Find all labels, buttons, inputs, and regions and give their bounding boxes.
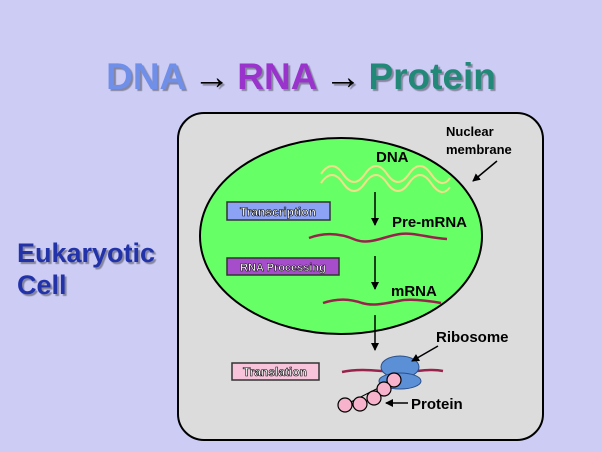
mrna-label: mRNA bbox=[391, 283, 437, 300]
dna-strand-1 bbox=[320, 165, 451, 185]
title-arrow-1: → bbox=[193, 56, 231, 97]
page-title: DNA→RNA→Protein bbox=[0, 56, 602, 98]
side-label-line2: Cell bbox=[17, 270, 67, 300]
ribosome-label: Ribosome bbox=[436, 329, 509, 346]
translation-label: Translation bbox=[243, 365, 307, 379]
title-dna: DNA bbox=[106, 56, 187, 97]
nuclear-membrane-label-line2: membrane bbox=[446, 142, 512, 157]
protein-bead bbox=[376, 381, 392, 397]
title-arrow-2: → bbox=[324, 56, 362, 97]
title-protein: Protein bbox=[368, 56, 496, 97]
eukaryotic-cell-label: Eukaryotic Cell bbox=[17, 237, 155, 301]
dna-strand-2 bbox=[320, 174, 451, 194]
protein-bead bbox=[386, 372, 402, 388]
protein-bead bbox=[366, 390, 382, 406]
nuclear-membrane-pointer bbox=[472, 160, 498, 182]
rna-processing-box bbox=[226, 257, 340, 276]
rna-processing-label: RNA Processing bbox=[240, 262, 326, 274]
nuclear-membrane-label-line1: Nuclear bbox=[446, 124, 494, 139]
protein-label: Protein bbox=[411, 396, 463, 413]
translation-box bbox=[231, 362, 320, 381]
transcription-box bbox=[226, 201, 331, 221]
protein-bead bbox=[352, 396, 368, 412]
pre-mrna-strand bbox=[308, 232, 448, 243]
mrna-strand-nucleus bbox=[322, 298, 442, 306]
pre-mrna-label: Pre-mRNA bbox=[392, 214, 467, 231]
transcription-label: Transcription bbox=[240, 205, 316, 219]
dna-label: DNA bbox=[376, 149, 409, 166]
protein-bead bbox=[337, 397, 353, 413]
ribosome-pointer bbox=[411, 345, 439, 362]
title-rna: RNA bbox=[237, 56, 318, 97]
side-label-line1: Eukaryotic bbox=[17, 238, 156, 268]
